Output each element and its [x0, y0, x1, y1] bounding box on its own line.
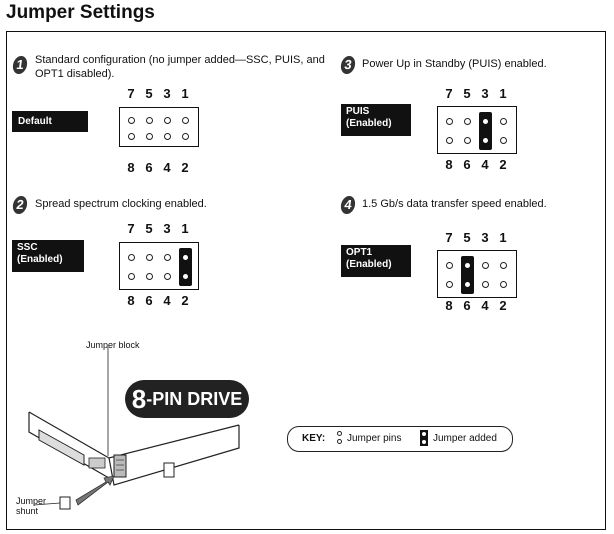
pin-label: 7	[127, 221, 135, 236]
pin-label: 5	[145, 221, 153, 236]
key-added-text: Jumper added	[433, 433, 497, 444]
jumper-shunt-label: Jumper shunt	[16, 496, 47, 516]
key-label: KEY:	[302, 433, 326, 444]
pin-label: 6	[145, 160, 153, 175]
eight-pin-text: -PIN DRIVE	[146, 388, 243, 409]
pin-label: 3	[481, 86, 489, 101]
jumper-pin	[145, 253, 153, 261]
section-3-description: Power Up in Standby (PUIS) enabled.	[362, 58, 547, 70]
pin-label: 5	[463, 86, 471, 101]
pin-label: 7	[127, 86, 135, 101]
jumper-shunt	[479, 112, 492, 150]
pin-label: 6	[463, 298, 471, 313]
jumper-pin	[463, 117, 471, 125]
jumper-pin	[481, 261, 489, 269]
pin-label: 1	[181, 221, 189, 236]
pin-label: 2	[181, 293, 189, 308]
legend-key: KEY: Jumper pins Jumper added	[287, 426, 513, 452]
jumper-pin	[127, 132, 135, 140]
pin-label: 6	[145, 293, 153, 308]
pin-label: 8	[127, 160, 135, 175]
drive-illustration	[28, 347, 240, 510]
diagram-frame	[6, 31, 606, 530]
jumper-pin	[163, 116, 171, 124]
jumper-pin	[499, 281, 507, 289]
jumper-pin	[127, 116, 135, 124]
pin-label: 5	[145, 86, 153, 101]
eight-pin-number: 8	[131, 383, 147, 414]
pin-label: 2	[499, 298, 507, 313]
pin-label: 4	[481, 157, 489, 172]
pin-label: 3	[481, 230, 489, 245]
jumper-pin	[445, 261, 453, 269]
jumper-pin	[181, 116, 189, 124]
jumper-block-label: Jumper block	[86, 340, 140, 350]
pin-label: 8	[127, 293, 135, 308]
pin-label: 1	[499, 230, 507, 245]
jumper-pin	[163, 273, 171, 281]
pin-label: 5	[463, 230, 471, 245]
pin-label: 2	[499, 157, 507, 172]
jumper-pin	[499, 117, 507, 125]
eight-pin-drive-badge: 8 -PIN DRIVE	[125, 380, 249, 418]
section-4-jumper-block	[437, 250, 517, 298]
jumper-pin	[499, 137, 507, 145]
jumper-pin	[445, 137, 453, 145]
jumper-pin	[145, 273, 153, 281]
section-2-badge: SSC (Enabled)	[12, 240, 84, 272]
page-title: Jumper Settings	[6, 2, 155, 23]
jumper-pin	[181, 132, 189, 140]
section-4-badge: OPT1 (Enabled)	[341, 245, 411, 277]
pin-label: 8	[445, 157, 453, 172]
pin-label: 4	[163, 160, 171, 175]
jumper-pin	[145, 132, 153, 140]
pin-label: 2	[181, 160, 189, 175]
pin-label: 7	[445, 86, 453, 101]
jumper-shunt	[179, 248, 192, 286]
pin-label: 4	[163, 293, 171, 308]
pin-label: 7	[445, 230, 453, 245]
section-4-description: 1.5 Gb/s data transfer speed enabled.	[362, 198, 547, 210]
pin-label: 8	[445, 298, 453, 313]
key-pins-text: Jumper pins	[347, 433, 402, 444]
jumper-pin	[463, 137, 471, 145]
jumper-added-icon	[420, 430, 428, 446]
jumper-shunt	[461, 256, 474, 294]
jumper-pin	[499, 261, 507, 269]
jumper-pin	[163, 132, 171, 140]
jumper-pin	[163, 253, 171, 261]
pin-label: 3	[163, 86, 171, 101]
jumper-pin	[127, 273, 135, 281]
pin-label: 6	[463, 157, 471, 172]
section-1-badge: Default	[12, 111, 88, 132]
jumper-pin	[445, 117, 453, 125]
section-1-jumper-block	[119, 107, 199, 147]
section-3-badge: PUIS (Enabled)	[341, 104, 411, 136]
jumper-pin	[127, 253, 135, 261]
jumper-pin	[445, 281, 453, 289]
jumper-pin	[481, 281, 489, 289]
pin-label: 1	[181, 86, 189, 101]
pin-label: 4	[481, 298, 489, 313]
section-1-description: Standard configuration (no jumper added—…	[35, 54, 325, 80]
pin-label: 3	[163, 221, 171, 236]
section-3-jumper-block	[437, 106, 517, 154]
pin-label: 1	[499, 86, 507, 101]
jumper-pin	[145, 116, 153, 124]
section-2-jumper-block	[119, 242, 199, 290]
section-2-description: Spread spectrum clocking enabled.	[35, 198, 207, 210]
